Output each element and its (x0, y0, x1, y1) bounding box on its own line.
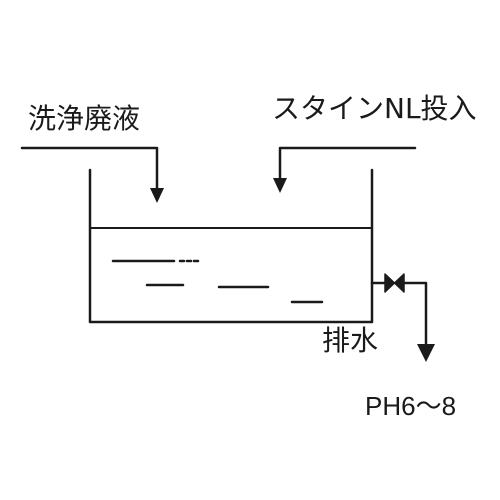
drain-pipe-outlet (402, 281, 428, 348)
valve-icon (384, 273, 405, 293)
ph-range-label: PH6～8 (365, 391, 457, 421)
chemical-inflow-pipe (278, 146, 417, 185)
arrow-down-icon (150, 188, 164, 203)
liquid-ripples (111, 259, 324, 304)
waste-liquid-label: 洗浄廃液 (28, 102, 141, 135)
arrow-down-icon (273, 178, 287, 193)
chemical-input-label: スタインNL投入 (272, 92, 477, 125)
tank-outline (88, 168, 374, 324)
drain-label: 排水 (322, 324, 379, 357)
arrow-down-icon (417, 344, 435, 362)
waste-inflow-pipe (20, 146, 159, 197)
